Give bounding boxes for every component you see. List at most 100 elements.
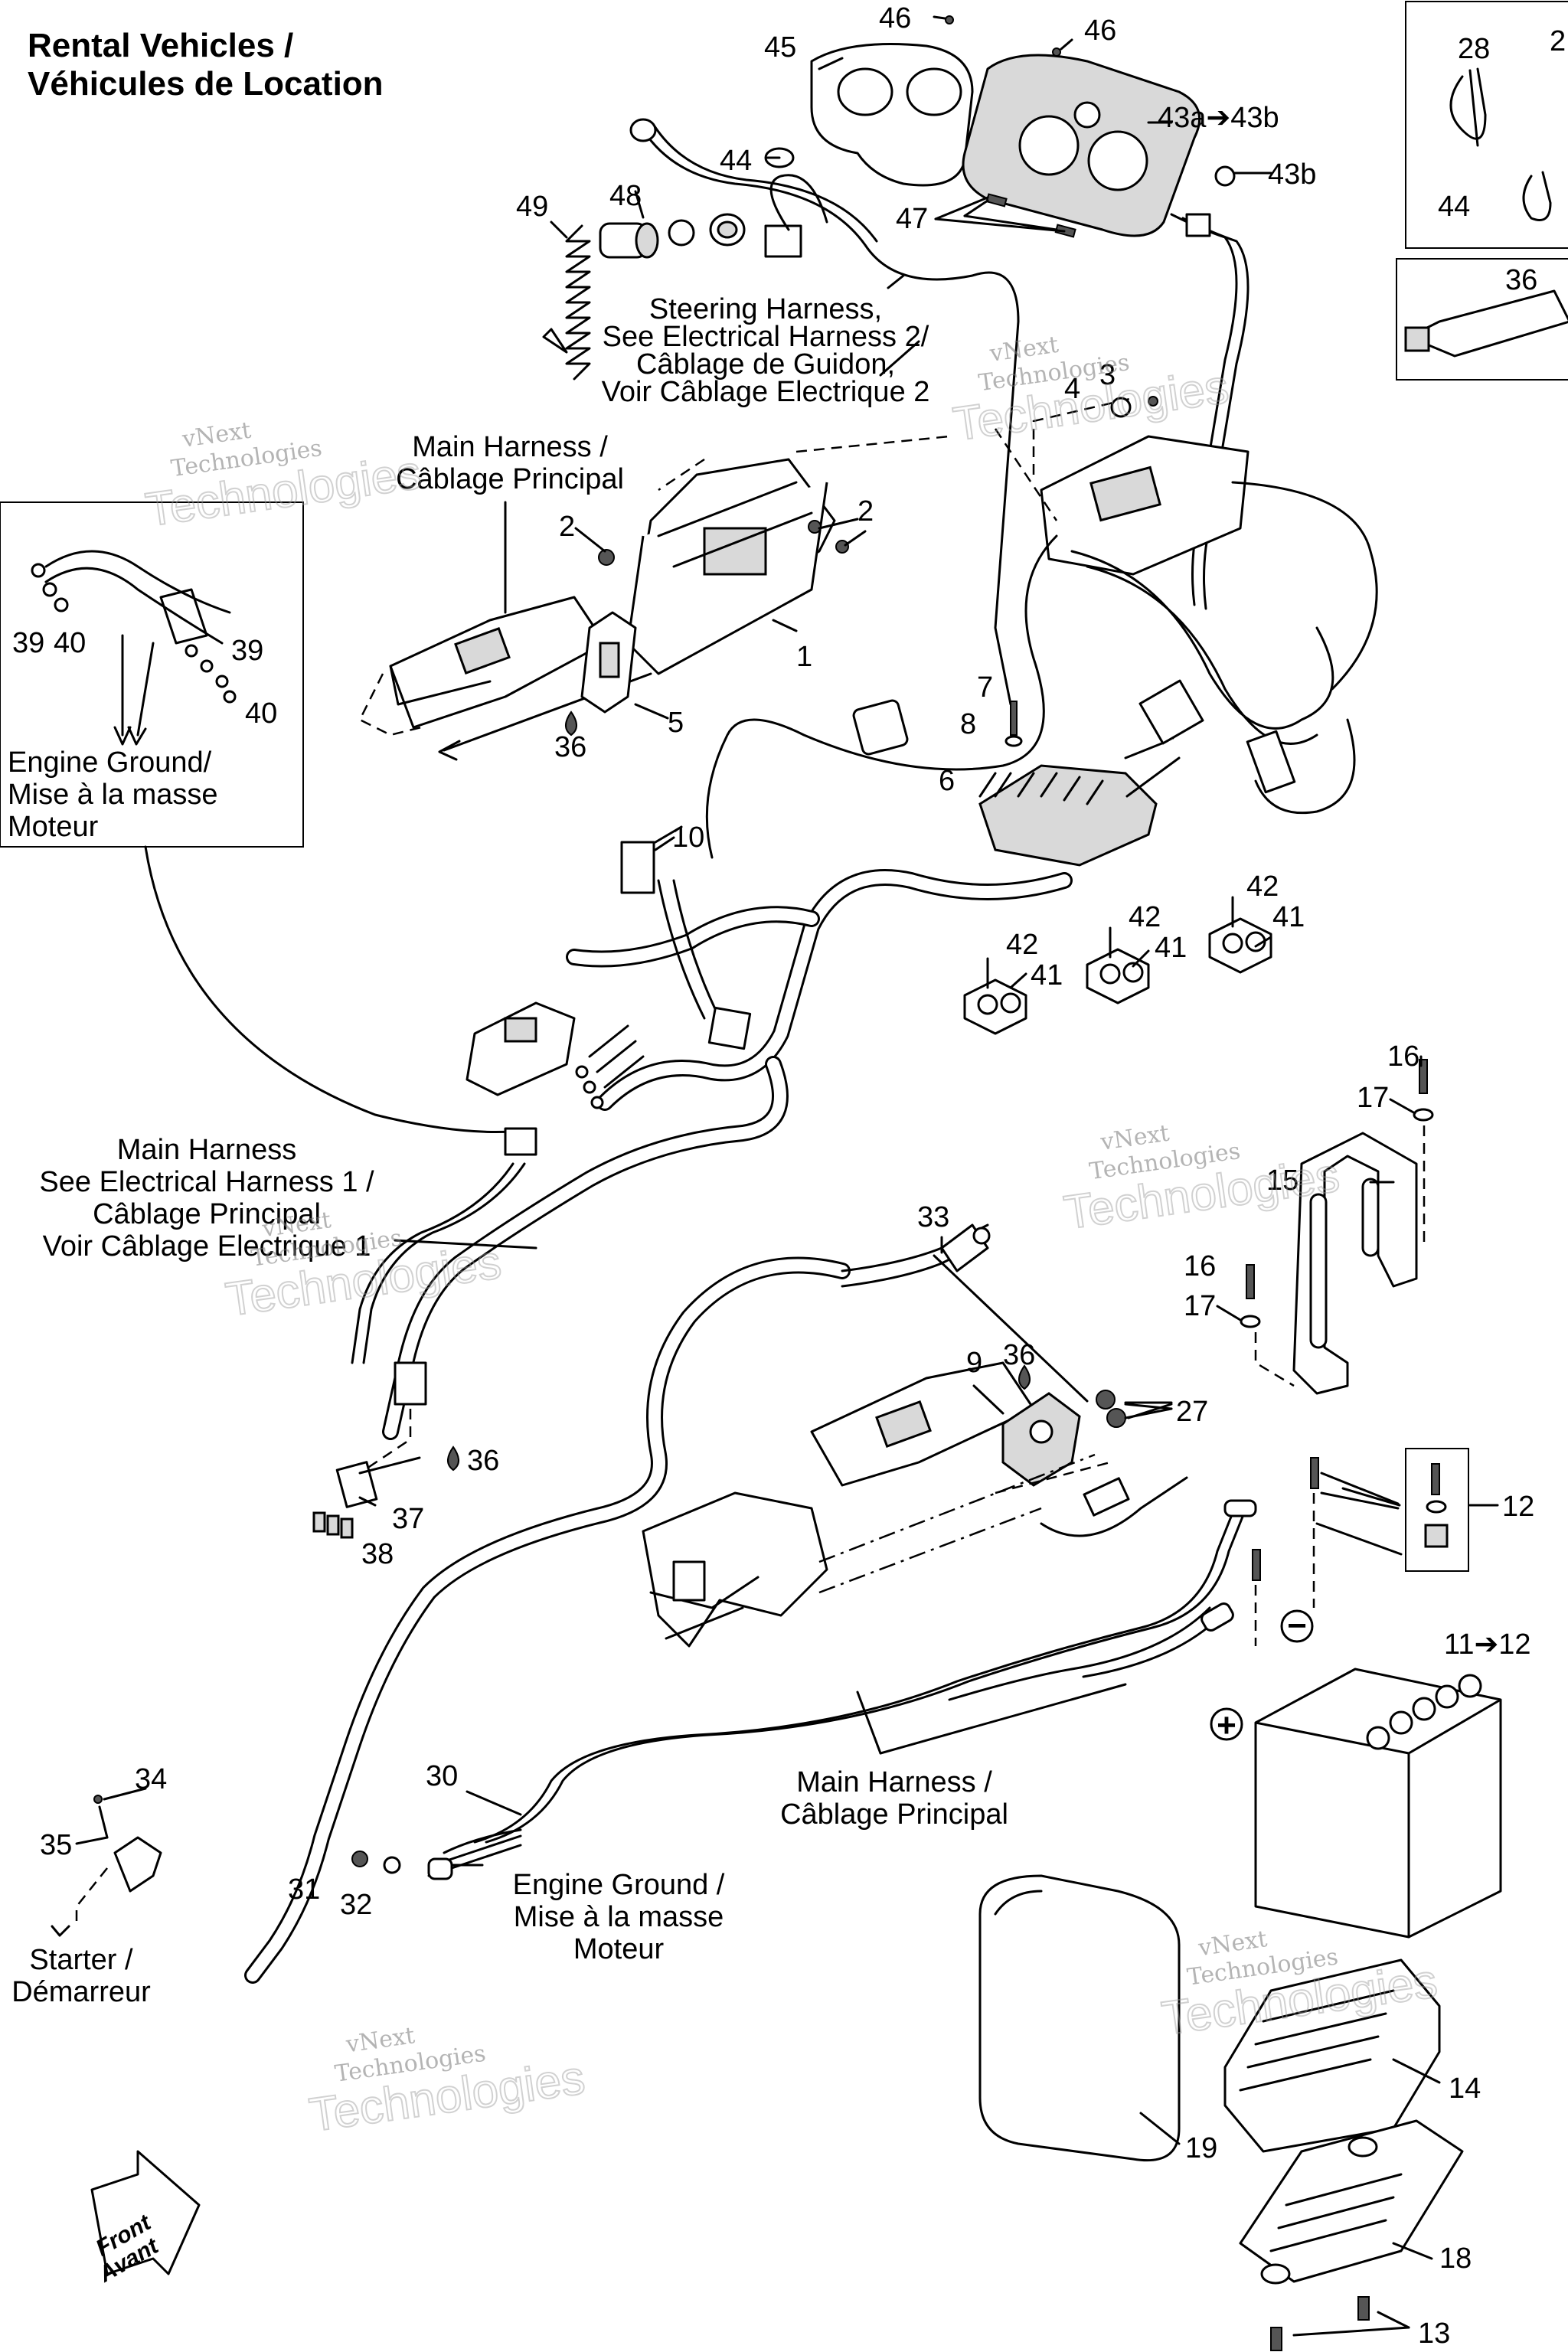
part-number: 19 [1185,2132,1217,2164]
part-number: 16 [1184,1250,1216,1282]
part-number: 41 [1272,901,1305,933]
connector-right-b [1246,730,1296,794]
fuse-box-main [358,596,606,737]
part-number: 3 [1099,359,1116,391]
starter-line-1: Starter / [29,1944,133,1976]
screw-2-a [598,549,615,566]
bolt-16-b [1246,1264,1255,1299]
part-number: 40 [54,627,86,659]
part-number: 36 [1505,264,1537,296]
part-number: 47 [896,203,928,235]
inset-dielectric-grease [1396,258,1568,381]
main-harness-top-line-2: Câblage Principal [396,463,624,495]
pins-38 [312,1511,354,1539]
engine-ground-inset-line-1: Engine Ground/ [8,746,212,779]
ground-cable-30 [427,1834,522,1880]
part-number: 41 [1031,959,1063,991]
bulb-43b [1214,165,1236,187]
bolt-31 [351,1851,368,1867]
part-number: 42 [1129,901,1161,933]
part-number: 10 [672,822,704,854]
part-number: 5 [668,707,684,739]
gauge-bezel [810,43,974,187]
washer-17-b [1240,1315,1261,1328]
engine-ground-bottom-line-2: Mise à la masse [514,1901,724,1933]
steering-harness-line-4: Voir Câblage Electrique 2 [602,376,930,408]
front-arrow: Front Avant [90,2150,201,2288]
main-harness-bottom-line-1: Main Harness / [796,1766,992,1798]
part-number: 31 [288,1873,320,1906]
part-number: 36 [467,1445,499,1477]
part-number: 32 [340,1889,372,1921]
part-number: 36 [554,731,586,763]
screw-13-b [1357,2296,1370,2321]
part-number: 44 [1438,191,1470,223]
hardware-kit-12 [1405,1448,1469,1572]
steering-harness-line-3: Câblage de Guidon, [636,348,895,381]
connector-harness-a [707,1006,752,1050]
instrument-cluster [962,54,1201,237]
grease-drop-icon-c [447,1446,459,1472]
nut-27-a [1096,1390,1116,1410]
battery-negative-mark [1280,1609,1314,1643]
ring-terminals-harness [575,1024,645,1109]
part-number: 28 [1458,33,1490,65]
part-number: 42 [1246,871,1279,903]
engine-ground-inset-line-3: Moteur [8,811,99,843]
bracket-1 [626,435,950,675]
chassis-frame-lower [642,1491,828,1648]
bolt-16-a [1419,1059,1428,1094]
part-number: 34 [135,1763,167,1795]
bolt-12-b [1310,1457,1319,1489]
part-number: 30 [426,1760,458,1792]
connector-10 [620,841,655,894]
part-number: 39 [231,635,263,667]
inset-engine-ground [0,501,304,848]
grease-drop-icon-a [565,710,577,737]
battery-bracket-15 [1292,1132,1418,1395]
part-number: 7 [977,671,993,704]
battery-positive-sign: + [1217,1707,1236,1744]
bolt-12-a [1252,1549,1261,1581]
part-number: 41 [1155,932,1187,964]
part-number: 43a➔43b [1158,102,1279,134]
main-harness-see-line-3: Câblage Principal [93,1198,321,1230]
screw-46-b [1052,47,1061,57]
battery-11 [1254,1668,1502,1939]
main-harness-top-line-1: Main Harness / [412,431,608,463]
part-number: 42 [1006,929,1038,961]
battery-cable-end-33 [940,1223,991,1272]
connector-37 [335,1461,378,1508]
leader-lines [75,57,1499,2337]
regulator-6 [978,764,1158,867]
main-harness-see-line-1: Main Harness [117,1134,296,1166]
main-harness-bottom-line-2: Câblage Principal [780,1798,1008,1831]
part-number: 4 [1064,373,1080,405]
part-number: 43b [1268,158,1316,191]
part-number: 6 [939,765,955,797]
steering-harness-line-1: Steering Harness, [649,293,882,325]
fuse-inline [1083,1477,1130,1517]
battery-negative-sign: − [1287,1607,1307,1645]
part-number: 8 [960,708,976,740]
part-number: 17 [1357,1082,1389,1114]
screw-2-c [835,540,849,554]
title-line-2: Véhicules de Location [28,65,384,103]
washer-32 [383,1856,401,1874]
main-harness-see-line-4: Voir Câblage Electrique 1 [43,1230,371,1263]
part-number: 9 [966,1347,982,1379]
part-number: 49 [516,191,548,223]
part-number: 1 [796,641,812,673]
engine-ground-bottom-line-1: Engine Ground / [513,1869,725,1901]
part-number: 38 [361,1538,394,1570]
starter-relay-9 [1001,1392,1081,1487]
part-number: 17 [1184,1290,1216,1322]
screw-13-a [1270,2327,1282,2351]
fuse-box-lower [810,1361,1035,1487]
part-number: 2 [858,495,874,528]
cluster-connector [1185,213,1211,237]
starter-cable-end [93,1795,162,1893]
part-number-labels: 46 46 45 43a➔43b 43b 44 48 49 47 28 2 44… [12,2,1566,2350]
engine-ground-bottom-line-3: Moteur [573,1933,665,1965]
